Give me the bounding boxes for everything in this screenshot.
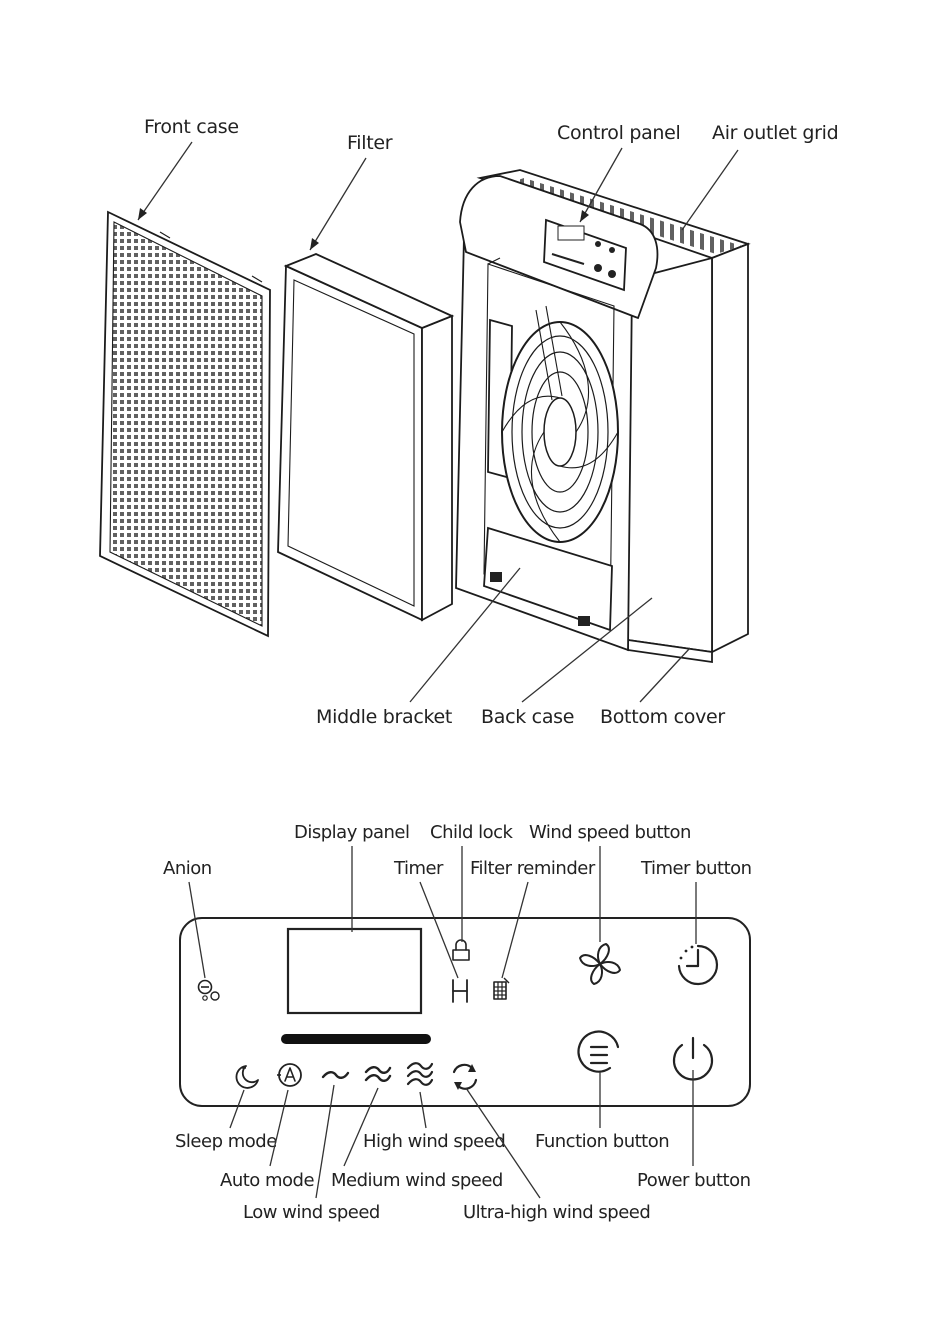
label-medium-wind-speed: Medium wind speed <box>331 1170 503 1191</box>
display-screen <box>288 929 421 1013</box>
label-ultra-high-wind-speed: Ultra-high wind speed <box>463 1202 650 1223</box>
label-high-wind-speed: High wind speed <box>363 1131 505 1152</box>
label-display-panel: Display panel <box>294 822 410 843</box>
label-function-button: Function button <box>535 1131 669 1152</box>
front-case-part <box>100 212 270 636</box>
label-control-panel: Control panel <box>557 122 681 144</box>
label-back-case: Back case <box>481 706 574 728</box>
label-timer: Timer <box>393 858 444 879</box>
filter-part <box>278 254 452 620</box>
label-low-wind-speed: Low wind speed <box>243 1202 380 1223</box>
control-panel-diagram: Display panel Child lock Wind speed butt… <box>150 797 782 1239</box>
purifier-body-part <box>456 170 748 662</box>
label-front-case: Front case <box>144 116 239 138</box>
label-filter: Filter <box>347 132 393 154</box>
label-middle-bracket: Middle bracket <box>316 706 452 728</box>
label-air-outlet-grid: Air outlet grid <box>712 122 838 144</box>
label-bottom-cover: Bottom cover <box>600 706 725 728</box>
display-bar <box>281 1034 431 1044</box>
label-filter-reminder: Filter reminder <box>470 858 596 879</box>
label-child-lock: Child lock <box>430 822 514 843</box>
label-auto-mode: Auto mode <box>220 1170 314 1191</box>
label-wind-speed-button: Wind speed button <box>529 822 691 843</box>
label-power-button: Power button <box>637 1170 751 1191</box>
label-anion: Anion <box>163 858 212 879</box>
panel-outline <box>180 918 750 1106</box>
label-sleep-mode: Sleep mode <box>175 1131 277 1152</box>
exploded-view: Front case Filter Control panel Air outl… <box>100 116 838 728</box>
label-timer-button: Timer button <box>640 858 752 879</box>
